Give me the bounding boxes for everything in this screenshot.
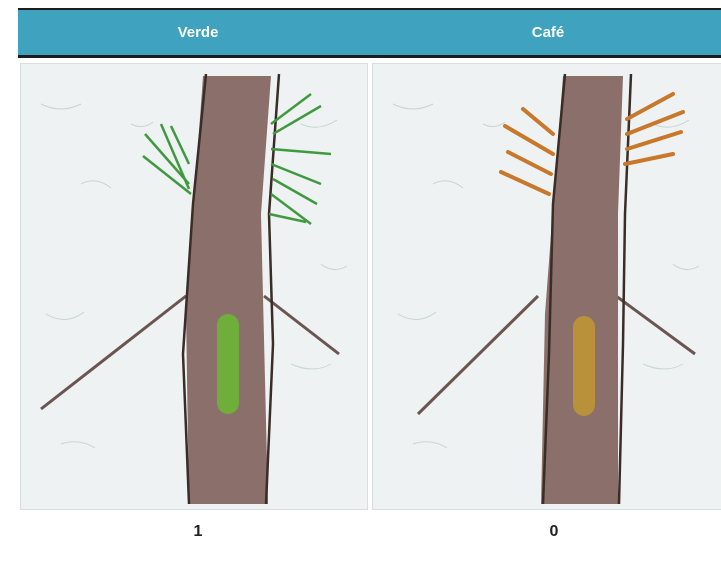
cambium-patch-cafe <box>573 316 595 416</box>
column-title-verde: Verde <box>98 10 298 55</box>
header-bar: Verde Café <box>18 8 721 58</box>
cambium-patch-verde <box>217 314 239 414</box>
comparison-figure: Verde Café <box>18 8 721 556</box>
panel-verde <box>20 63 368 510</box>
tree-drawing-verde <box>21 64 367 509</box>
tree-drawing-cafe <box>373 64 721 509</box>
score-verde: 1 <box>168 523 228 541</box>
column-title-cafe: Café <box>448 10 648 55</box>
score-cafe: 0 <box>524 523 584 541</box>
panel-cafe <box>372 63 721 510</box>
